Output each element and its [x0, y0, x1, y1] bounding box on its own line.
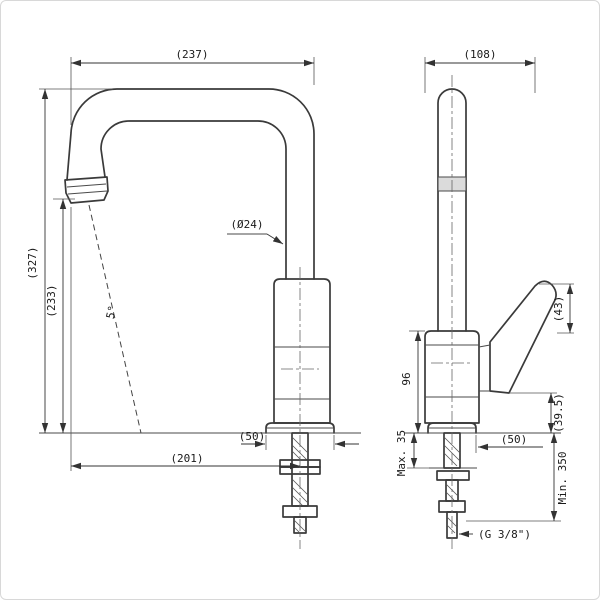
side-view: (108) (43) 96 (39.5) Max. 35 Min. 350: [395, 48, 574, 549]
dim-side-body-height: 96: [400, 372, 413, 385]
dim-front-width-top: (237): [175, 48, 208, 61]
dim-side-base-height: (39.5): [552, 393, 565, 433]
side-under-deck: [436, 432, 470, 539]
dim-front-diameter: (Ø24): [230, 218, 263, 231]
dim-side-thread: (G 3/8"): [478, 528, 531, 541]
dim-side-deck-max: Max. 35: [395, 430, 408, 476]
side-handle: [478, 280, 557, 394]
dim-front-base-width: (50): [239, 430, 266, 443]
angle-reference-line: [88, 204, 142, 434]
side-dimensions: (108) (43) 96 (39.5) Max. 35 Min. 350: [395, 48, 574, 541]
dim-front-angle: 5°: [104, 304, 120, 320]
dim-side-handle-width: (43): [552, 296, 565, 323]
spout-outlet: [64, 176, 109, 204]
front-dimensions: (237) (327) (233) 5° (Ø24) (50): [26, 48, 359, 471]
dim-side-base-width: (50): [501, 433, 528, 446]
dim-front-height-spout: (233): [45, 284, 58, 317]
dim-front-reach: (201): [170, 452, 203, 465]
side-base-flange: [427, 422, 477, 434]
front-view: (237) (327) (233) 5° (Ø24) (50): [26, 48, 361, 549]
front-spout-outline: [64, 88, 315, 280]
dim-front-height-total: (327): [26, 246, 39, 279]
dim-side-hose-min: Min. 350: [556, 452, 569, 505]
dim-side-depth-top: (108): [463, 48, 496, 61]
